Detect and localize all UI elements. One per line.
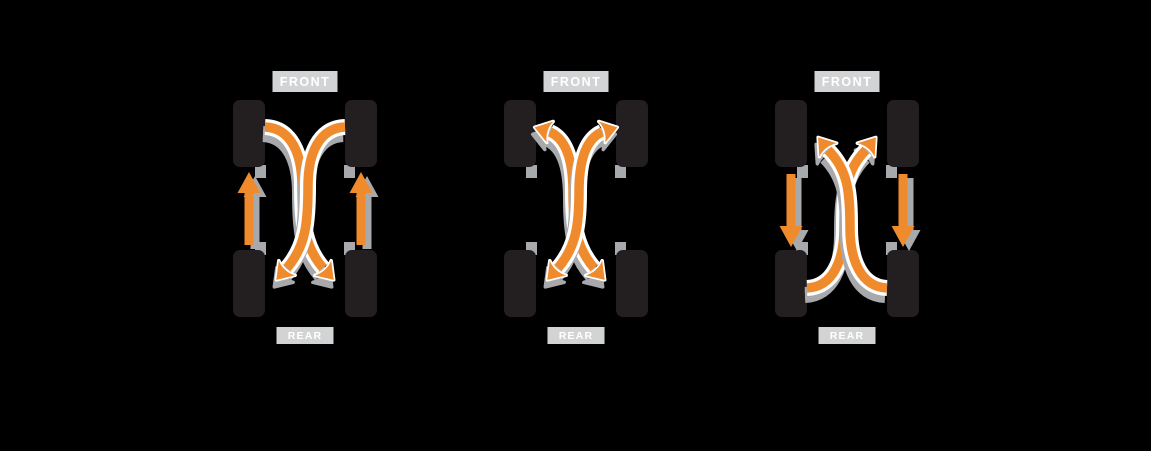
tire-rear-left [504,250,536,317]
tire-front-left [233,100,265,167]
arrow-front-left-to-rear-left-icon [779,174,803,247]
rotation-arrows-rearward-cross [237,119,373,282]
tire-front-left [504,100,536,167]
diagram-x-pattern: FRONT REAR [500,70,652,360]
tire-rear-right [345,250,377,317]
front-axle-label: FRONT [543,71,609,92]
axle-stub [886,165,897,178]
axle-stub [255,242,266,255]
tire-rear-right [887,250,919,317]
rotation-arrows-x-pattern [532,119,620,282]
axle-stub [344,242,355,255]
tire-front-right [345,100,377,167]
axle-stub [615,165,626,178]
arrow-rear-right-to-front-left-icon [816,135,889,296]
tire-front-right [616,100,648,167]
arrow-rear-right-to-front-right-icon [349,172,373,245]
arrow-front-right-to-rear-left-double-icon [545,119,620,282]
tire-rear-left [775,250,807,317]
tire-front-left [775,100,807,167]
arrow-front-right-to-rear-left-icon [274,119,347,282]
axle-stub [255,165,266,178]
axle-stub [526,165,537,178]
arrow-front-right-to-rear-right-icon [891,174,915,247]
tire-rear-right [616,250,648,317]
axle-stub [797,242,808,255]
rear-axle-label: REAR [547,327,605,344]
rear-axle-label: REAR [818,327,876,344]
axle-stub [797,165,808,178]
front-axle-label: FRONT [814,71,880,92]
tire-rear-left [233,250,265,317]
tire-front-right [887,100,919,167]
rear-axle-label: REAR [276,327,334,344]
arrow-rear-left-to-front-left-icon [237,172,261,245]
axle-stub [344,165,355,178]
axle-stub [886,242,897,255]
front-axle-label: FRONT [272,71,338,92]
axle-stub [526,242,537,255]
diagram-forward-cross: FRONT REAR [771,70,923,360]
axle-stub [615,242,626,255]
rotation-arrows-forward-cross [779,135,915,296]
diagram-rearward-cross: FRONT REAR [229,70,381,360]
